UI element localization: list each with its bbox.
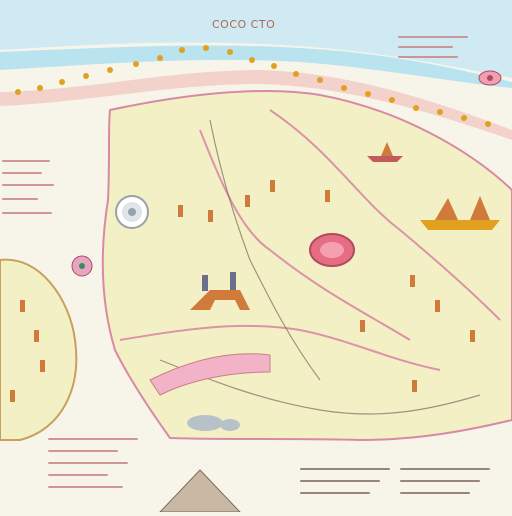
coast-beads xyxy=(15,45,491,127)
people-figures xyxy=(10,180,475,402)
eye-icon xyxy=(478,70,502,86)
eye-icon-left xyxy=(71,255,93,277)
sea-band xyxy=(0,0,512,78)
inset-island xyxy=(0,258,78,441)
horse-figure-icon xyxy=(190,272,250,310)
boat-icon-2 xyxy=(367,142,403,162)
legend-panel xyxy=(0,150,64,230)
map-title: ꓚꓳꓚꓳ ꓚꓔꓳ xyxy=(212,18,276,31)
boat-icon xyxy=(420,196,500,230)
compass-rose-icon xyxy=(115,195,149,229)
roads xyxy=(119,109,501,371)
mountain-icon xyxy=(158,469,242,513)
rocks xyxy=(187,415,240,431)
sea-band-2 xyxy=(0,45,512,88)
coast-strip xyxy=(0,70,512,140)
target-circle-icon xyxy=(309,233,355,267)
mainland xyxy=(101,89,512,442)
lagoon xyxy=(149,353,271,396)
